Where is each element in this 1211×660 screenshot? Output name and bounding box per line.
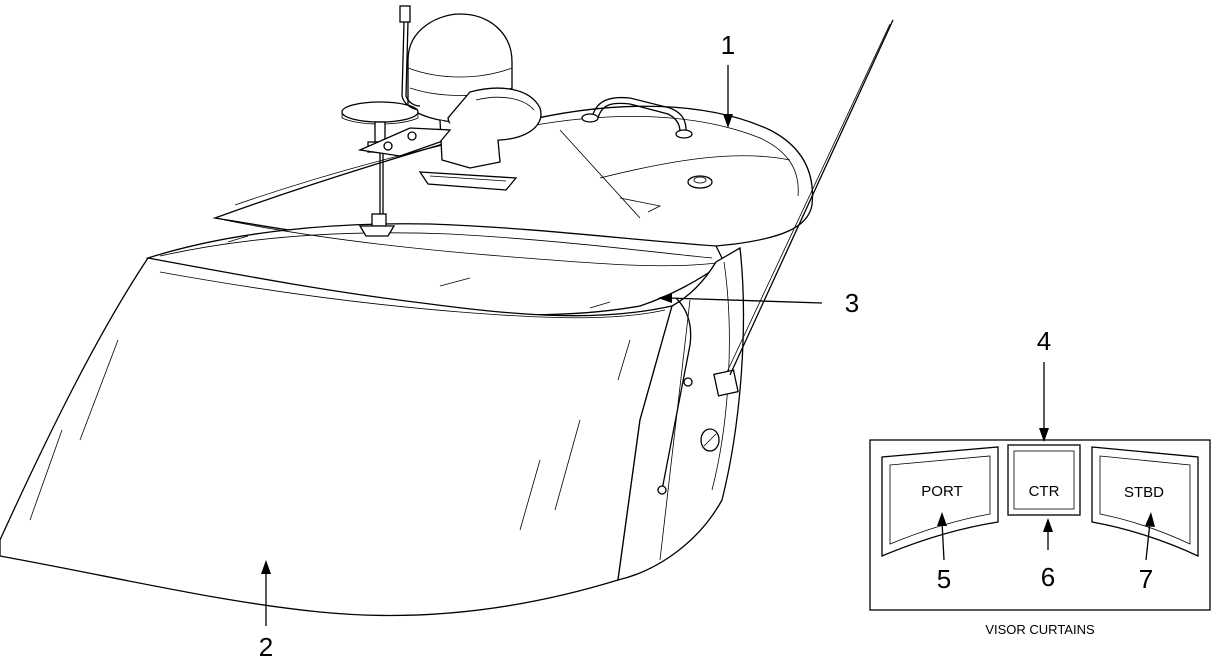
windshield xyxy=(0,257,673,617)
visor-curtains-panel: PORT CTR STBD 4 5 6 7 VISOR CURTAINS xyxy=(869,326,1211,637)
callout-2: 2 xyxy=(259,632,273,660)
glass-streak-5 xyxy=(617,339,631,381)
visor-curtains-caption: VISOR CURTAINS xyxy=(985,622,1095,637)
arrow-7 xyxy=(1145,512,1155,527)
callout-5: 5 xyxy=(937,564,951,594)
whip-antenna xyxy=(729,19,894,376)
ctr-label: CTR xyxy=(1029,483,1060,500)
roof-light-top xyxy=(693,176,707,184)
glass-streak-3 xyxy=(554,419,581,511)
glass-streak-4 xyxy=(519,459,541,531)
ctr-curtain-inner xyxy=(1013,450,1075,510)
stbd-curtain[interactable] xyxy=(1091,446,1199,558)
leader-5 xyxy=(941,521,945,561)
visor-rim-inner xyxy=(159,232,713,259)
arrow-2 xyxy=(261,560,271,574)
grab-handle-2 xyxy=(597,102,681,133)
mount-box xyxy=(713,369,739,397)
wiper-base xyxy=(657,485,667,495)
radar-dome xyxy=(407,13,542,191)
arrow-3 xyxy=(658,293,672,303)
glass-streak-2 xyxy=(79,339,119,441)
visor-rim-lower xyxy=(214,217,725,267)
callout-7: 7 xyxy=(1139,564,1153,594)
leader-3 xyxy=(667,297,823,304)
arrow-5 xyxy=(937,512,947,526)
side-pillar xyxy=(617,246,745,581)
whip-antenna-shadow xyxy=(726,23,891,373)
glass-streak-1 xyxy=(29,429,63,521)
stbd-label: STBD xyxy=(1124,484,1164,501)
wiper-pivot xyxy=(683,377,693,387)
leader-7 xyxy=(1145,521,1151,561)
side-lamp-detail xyxy=(703,433,717,447)
callout-6: 6 xyxy=(1041,562,1055,592)
windshield-top-line xyxy=(159,271,666,319)
port-label: PORT xyxy=(921,483,962,500)
handle-mount-2 xyxy=(675,129,693,139)
arrow-1 xyxy=(723,114,733,128)
bracket-bolt-2 xyxy=(383,141,393,151)
glass-dash-3 xyxy=(589,301,611,309)
roof-seam xyxy=(559,129,641,219)
grab-handle xyxy=(591,96,687,131)
pillar-inner xyxy=(659,299,691,561)
wiper-arm xyxy=(661,297,692,491)
callouts: 1 2 3 xyxy=(259,30,859,660)
callout-1: 1 xyxy=(721,30,735,60)
roof-light xyxy=(687,175,713,189)
callout-3: 3 xyxy=(845,288,859,318)
arrow-6 xyxy=(1043,518,1053,532)
callout-4: 4 xyxy=(1037,326,1051,356)
handle-mount-1 xyxy=(581,113,599,123)
cab-illustration xyxy=(0,5,894,617)
roof-vent xyxy=(619,197,662,213)
panel-frame xyxy=(869,439,1211,611)
arrow-4 xyxy=(1039,428,1049,442)
port-curtain[interactable] xyxy=(881,446,999,557)
bracket-bolt-1 xyxy=(407,131,417,141)
mount-bracket xyxy=(357,127,452,157)
glass-dash-2 xyxy=(439,277,471,287)
mast-antenna xyxy=(399,5,421,111)
roof-seam-2 xyxy=(599,155,791,179)
glass-dash-1 xyxy=(227,235,249,243)
ctr-curtain[interactable] xyxy=(1007,444,1081,516)
